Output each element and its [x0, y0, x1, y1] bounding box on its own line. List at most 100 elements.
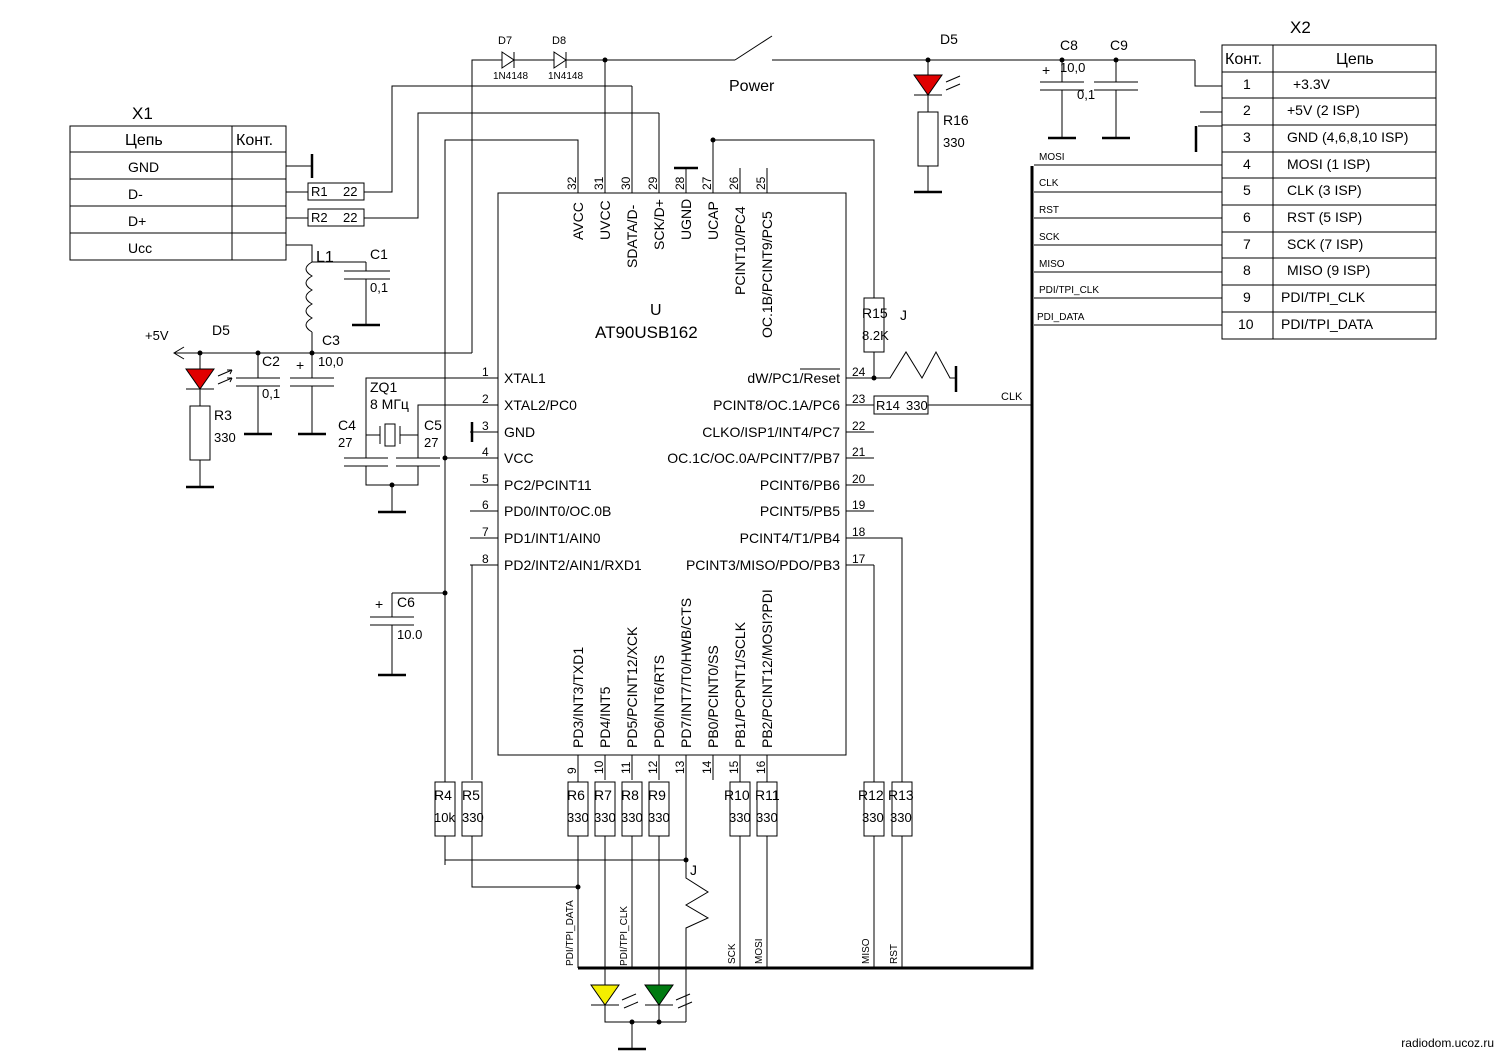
- pin-name-12: PD6/INT6/RTS: [651, 655, 667, 748]
- net-rst: RST: [889, 944, 900, 964]
- r7-val: 330: [594, 810, 616, 825]
- x2-header-net: Цепь: [1336, 51, 1374, 68]
- r15-val: 8.2K: [862, 328, 889, 343]
- x2-header-pin: Конт.: [1225, 51, 1262, 68]
- l1-ref: L1: [316, 249, 334, 266]
- d5-left-ref: D5: [212, 322, 230, 338]
- power-switch-label: Power: [729, 78, 775, 95]
- pin-num-22: 22: [852, 419, 866, 433]
- pin-num-10: 10: [592, 760, 606, 774]
- pin-num-25: 25: [754, 176, 768, 190]
- pin-name-9: PD3/INT3/TXD1: [570, 647, 586, 748]
- r7-ref: R7: [594, 787, 612, 803]
- power-switch: [734, 35, 773, 61]
- bus-label-clk: CLK: [1039, 178, 1059, 189]
- r11-val: 330: [756, 810, 778, 825]
- r10-ref: R10: [724, 787, 750, 803]
- led-yellow: [590, 984, 620, 1006]
- c8-ref: C8: [1060, 37, 1078, 53]
- pin-name-22: CLKO/ISP1/INT4/PC7: [702, 424, 840, 440]
- c6-ref: C6: [397, 594, 415, 610]
- pin-num-6: 6: [482, 498, 489, 512]
- pin-name-30: SDATA/D-: [624, 204, 640, 268]
- pin-name-7: PD1/INT1/AIN0: [504, 530, 601, 546]
- c3-val: 10,0: [318, 354, 343, 369]
- pin-name-11: PD5/PCINT12/XCK: [624, 626, 640, 748]
- x1-header-net: Цепь: [125, 132, 163, 149]
- pin-name-16: PB2/PCINT12/MOSI?PDI: [759, 589, 775, 748]
- pin-name-18: PCINT4/T1/PB4: [740, 530, 841, 546]
- r14-val: 330: [906, 398, 928, 413]
- r16-val: 330: [943, 135, 965, 150]
- r4-ref: R4: [434, 787, 452, 803]
- d5-top-ref: D5: [940, 31, 958, 47]
- d5-left-led: [185, 368, 215, 390]
- bus-label-sck: SCK: [1039, 232, 1060, 243]
- c1-val: 0,1: [370, 280, 388, 295]
- pin-num-26: 26: [727, 176, 741, 190]
- pin-name-23: PCINT8/OC.1A/PC6: [713, 397, 840, 413]
- x2-title: X2: [1290, 18, 1311, 37]
- x1-row-dplus: D+: [128, 213, 146, 229]
- r11-ref: R11: [755, 787, 780, 803]
- bottom-net-labels: PDI/TPI_DATA PDI/TPI_CLK SCK MOSI MISO R…: [565, 900, 900, 966]
- power-switch-section: D7 1N4148 D8 1N4148 Power D5 R16 330 C8 …: [493, 31, 1222, 194]
- pin-num-17: 17: [852, 552, 866, 566]
- x2-row-4-num: 4: [1243, 156, 1251, 172]
- pin-num-30: 30: [619, 176, 633, 190]
- jumper-bottom: [685, 860, 710, 1022]
- r1-val: 22: [343, 184, 357, 199]
- d8-ref: D8: [552, 35, 566, 47]
- bus-label-miso: MISO: [1039, 259, 1065, 270]
- pin-num-2: 2: [482, 392, 489, 406]
- x2-row-5-name: CLK (3 ISP): [1287, 182, 1362, 198]
- pin-name-26: PCINT10/PC4: [732, 206, 748, 295]
- r13-ref: R13: [888, 787, 914, 803]
- pin-num-15: 15: [727, 760, 741, 774]
- x2-connector: X2 Конт. Цепь 1 +3.3V 2 +5V (2 ISP) 3 GN…: [1221, 18, 1437, 340]
- pin-num-14: 14: [700, 760, 714, 774]
- chip-left-pins: 1 2 3 4 5 6 7 8 XTAL1 XTAL2/PC0 GND VCC …: [470, 365, 642, 573]
- net-sck: SCK: [727, 943, 738, 964]
- pin-name-21: OC.1C/OC.0A/PCINT7/PB7: [667, 450, 840, 466]
- x2-row-6-num: 6: [1243, 209, 1251, 225]
- pin-num-28: 28: [673, 176, 687, 190]
- pin-num-1: 1: [482, 365, 489, 379]
- x2-row-4-name: MOSI (1 ISP): [1287, 156, 1370, 172]
- power-input-section: L1 C1 0,1 +5V D5 C3 10,0 + C2 0,1: [145, 59, 512, 489]
- c6-plus: +: [375, 596, 383, 612]
- x2-row-5-num: 5: [1243, 182, 1251, 198]
- pin-name-2: XTAL2/PC0: [504, 397, 577, 413]
- zq1-body: [384, 423, 396, 447]
- x2-row-3-num: 3: [1243, 129, 1251, 145]
- pin-num-31: 31: [592, 176, 606, 190]
- pin-name-3: GND: [504, 424, 535, 440]
- led-green: [644, 984, 674, 1006]
- d7-type: 1N4148: [493, 71, 528, 82]
- x2-row-2-num: 2: [1243, 102, 1251, 118]
- watermark: radiodom.ucoz.ru: [1401, 1036, 1494, 1050]
- miso-rst-wires: [873, 537, 903, 782]
- r6-val: 330: [567, 810, 589, 825]
- r14-ref: R14: [876, 398, 900, 413]
- c8-val: 10,0: [1060, 60, 1085, 75]
- c5-val: 27: [424, 435, 438, 450]
- pin-name-27: UCAP: [705, 201, 721, 240]
- pin-num-9: 9: [565, 767, 579, 774]
- chip-right-pins: 24 23 22 21 20 19 18 17 dW/PC1/Reset PCI…: [667, 365, 874, 573]
- net-miso: MISO: [861, 938, 872, 964]
- pin-num-20: 20: [852, 472, 866, 486]
- pin-name-4: VCC: [504, 450, 534, 466]
- chip-top-pins: 32 31 30 29 28 27 26 25 AVCC UVCC SDATA/…: [565, 60, 775, 338]
- plus5v-label: +5V: [145, 328, 169, 343]
- bottom-resistors: R4 10k R5 330 R6 330 R7 330 R8 330 R9 33…: [434, 780, 914, 1022]
- r4-val: 10k: [434, 810, 455, 825]
- d8-body: [553, 51, 567, 69]
- bus-label-pdi-clk: PDI/TPI_CLK: [1039, 285, 1099, 296]
- x1-connector: X1 Цепь Конт. GND D- D+ Ucc: [69, 104, 287, 261]
- x1-wiring: R1 22 R2 22: [286, 85, 659, 262]
- r5-ref: R5: [462, 787, 480, 803]
- pin-num-18: 18: [852, 525, 866, 539]
- x2-row-9-name: PDI/TPI_CLK: [1281, 289, 1366, 305]
